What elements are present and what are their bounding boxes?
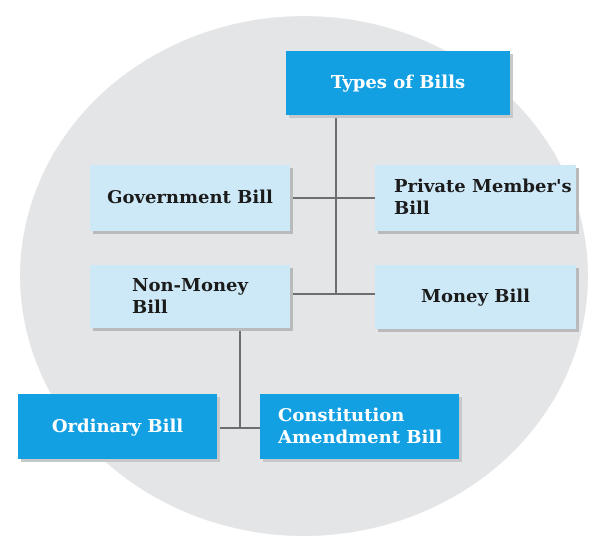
money-bill-box: Money Bill bbox=[375, 265, 576, 329]
private-member-bill-label: Private Member's Bill bbox=[394, 176, 572, 219]
constitution-amendment-bill-label: Constitution Amendment Bill bbox=[278, 404, 443, 448]
private-member-bill-box: Private Member's Bill bbox=[375, 165, 576, 231]
government-bill-box: Government Bill bbox=[90, 165, 290, 231]
government-bill-label: Government Bill bbox=[107, 187, 273, 208]
ordinary-bill-label: Ordinary Bill bbox=[51, 415, 184, 437]
connector-lines bbox=[218, 115, 375, 429]
ordinary-bill-box: Ordinary Bill bbox=[18, 394, 217, 459]
non-money-bill-label: Non-Money Bill bbox=[132, 274, 248, 318]
money-bill-label: Money Bill bbox=[421, 286, 530, 307]
types-of-bills-box: Types of Bills bbox=[286, 51, 510, 115]
constitution-amendment-bill-box: Constitution Amendment Bill bbox=[260, 394, 459, 459]
types-of-bills-label: Types of Bills bbox=[330, 72, 466, 93]
non-money-bill-box: Non-Money Bill bbox=[90, 265, 290, 328]
